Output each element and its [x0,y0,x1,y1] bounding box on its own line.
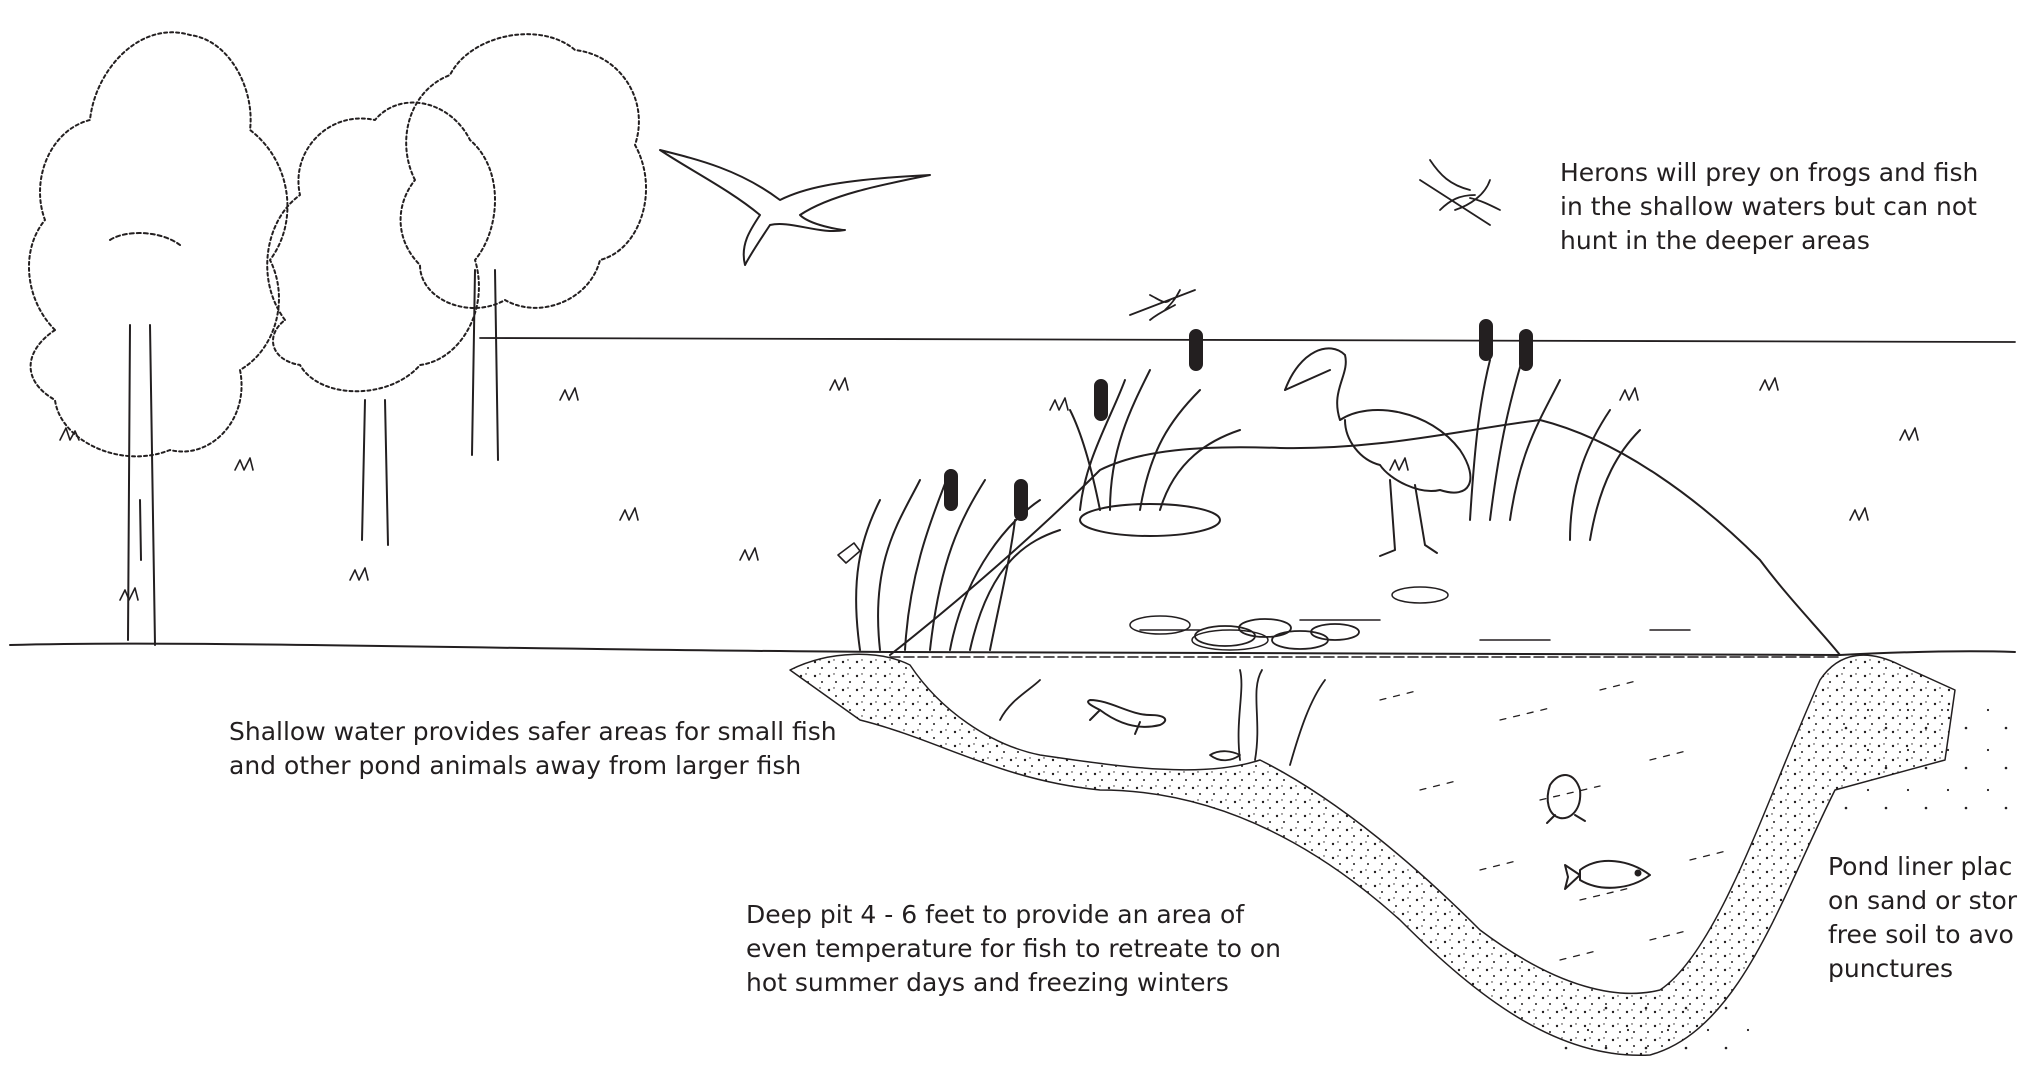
frog [1547,775,1585,823]
cattails-right [1470,320,1640,540]
annotation-pond-liner: Pond liner plac on sand or stor free soi… [1828,850,2017,986]
tree-middle [267,103,495,545]
fish [1565,861,1650,889]
tree-left [29,32,287,645]
annotation-line: hunt in the deeper areas [1560,224,1978,258]
annotation-line: Herons will prey on frogs and fish [1560,156,1978,190]
dragonfly-upper-right [1420,160,1500,225]
cattails-left [856,470,1060,650]
horizon-line [480,338,2015,342]
annotation-line: Pond liner plac [1828,850,2017,884]
tree-right [401,34,646,460]
annotation-deep-pit: Deep pit 4 - 6 feet to provide an area o… [746,898,1281,1000]
annotation-line: free soil to avo [1828,918,2017,952]
annotation-line: hot summer days and freezing winters [746,966,1281,1000]
annotation-line: Shallow water provides safer areas for s… [229,715,837,749]
annotation-herons: Herons will prey on frogs and fish in th… [1560,156,1978,258]
annotation-line: Deep pit 4 - 6 feet to provide an area o… [746,898,1281,932]
annotation-line: even temperature for fish to retreate to… [746,932,1281,966]
lily-pads [1195,619,1359,649]
cattails-middle [1070,330,1240,536]
dragonfly-small [838,543,860,563]
annotation-shallow-water: Shallow water provides safer areas for s… [229,715,837,783]
newt [1088,700,1165,734]
dragonfly-middle [1130,290,1195,320]
ground-line [10,644,2015,655]
annotation-line: in the shallow waters but can not [1560,190,1978,224]
annotation-line: on sand or stor [1828,884,2017,918]
grass-tufts [60,378,1918,600]
annotation-line: punctures [1828,952,2017,986]
annotation-line: and other pond animals away from larger … [229,749,837,783]
water-ripples [1130,587,1690,650]
heron [1285,348,1470,556]
small-fish [1210,751,1240,760]
flying-gull [660,150,930,265]
